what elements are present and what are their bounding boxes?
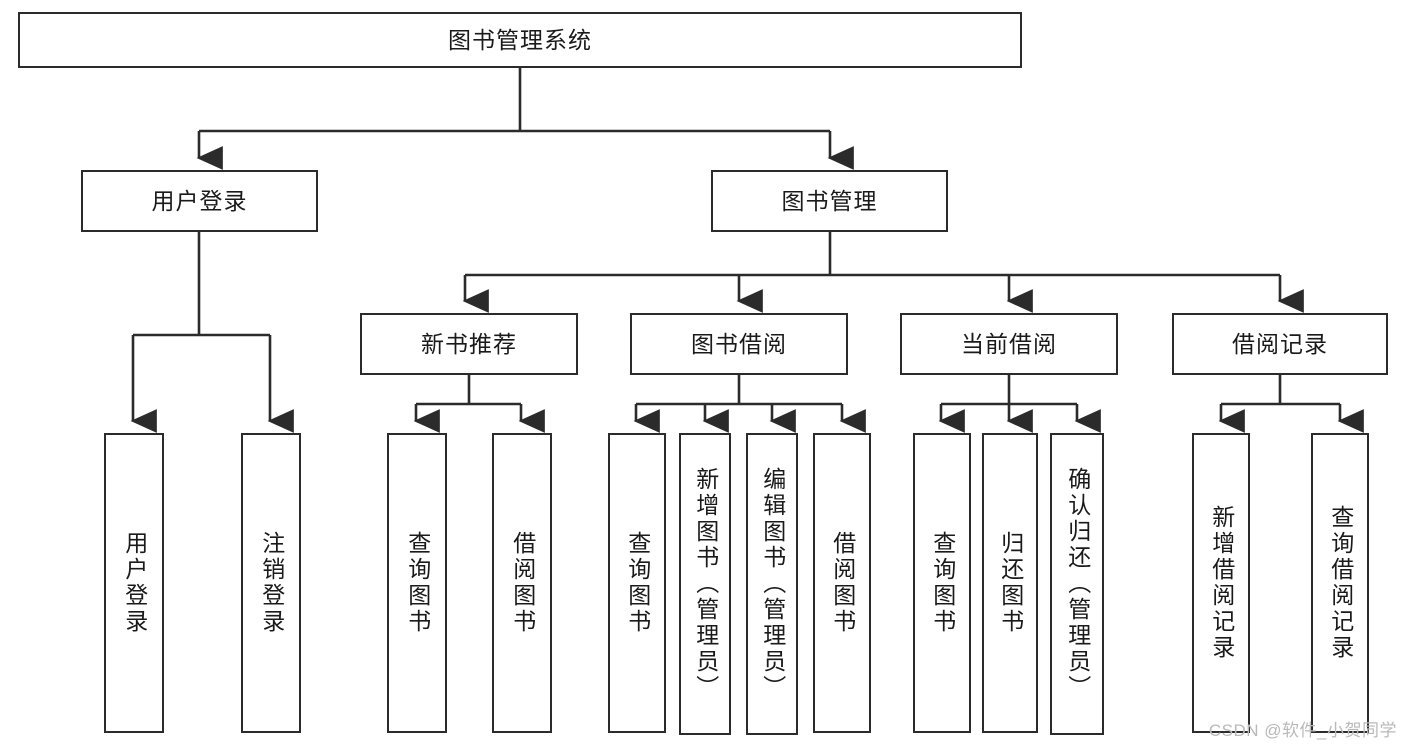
node-new-book-recommend[interactable]: 新书推荐: [360, 313, 578, 375]
node-label: 新增图书（管理员）: [692, 467, 719, 701]
node-label: 查询图书: [404, 531, 431, 635]
node-label: 新增借阅记录: [1208, 505, 1235, 661]
node-label: 查询图书: [624, 531, 651, 635]
node-label: 确认归还（管理员）: [1064, 467, 1091, 701]
node-label: 查询借阅记录: [1327, 505, 1354, 661]
node-current-borrow[interactable]: 当前借阅: [900, 313, 1118, 375]
node-leaf-query-book-borrow[interactable]: 查询图书: [608, 433, 666, 733]
node-leaf-query-book-current[interactable]: 查询图书: [913, 433, 971, 733]
node-label: 图书管理系统: [448, 26, 592, 53]
node-leaf-edit-book-admin[interactable]: 编辑图书（管理员）: [746, 433, 798, 735]
node-label: 用户登录: [151, 187, 248, 214]
node-label: 归还图书: [997, 531, 1024, 635]
node-user-login[interactable]: 用户登录: [81, 170, 318, 232]
node-label: 借阅记录: [1232, 330, 1328, 357]
node-leaf-query-book-new[interactable]: 查询图书: [387, 433, 447, 733]
node-leaf-borrow-book[interactable]: 借阅图书: [813, 433, 871, 733]
node-label: 查询图书: [929, 531, 956, 635]
node-root-system[interactable]: 图书管理系统: [18, 12, 1022, 68]
node-borrow-record[interactable]: 借阅记录: [1172, 313, 1388, 375]
node-label: 借阅图书: [829, 531, 856, 635]
node-label: 图书借阅: [691, 330, 787, 357]
node-leaf-borrow-book-new[interactable]: 借阅图书: [492, 433, 552, 733]
node-leaf-user-login[interactable]: 用户登录: [104, 433, 164, 733]
node-label: 借阅图书: [509, 531, 536, 635]
node-book-management[interactable]: 图书管理: [711, 170, 948, 232]
node-leaf-query-borrow-record[interactable]: 查询借阅记录: [1311, 433, 1369, 733]
node-leaf-logout[interactable]: 注销登录: [241, 433, 301, 733]
node-leaf-confirm-return-admin[interactable]: 确认归还（管理员）: [1050, 433, 1104, 735]
node-label: 当前借阅: [961, 330, 1057, 357]
node-label: 图书管理: [781, 187, 878, 214]
node-label: 注销登录: [258, 531, 285, 635]
node-leaf-add-borrow-record[interactable]: 新增借阅记录: [1192, 433, 1250, 733]
node-label: 编辑图书（管理员）: [759, 467, 786, 701]
node-leaf-add-book-admin[interactable]: 新增图书（管理员）: [679, 433, 731, 735]
node-book-borrow[interactable]: 图书借阅: [630, 313, 848, 375]
node-label: 新书推荐: [421, 330, 517, 357]
node-leaf-return-book[interactable]: 归还图书: [982, 433, 1038, 733]
node-label: 用户登录: [121, 531, 148, 635]
